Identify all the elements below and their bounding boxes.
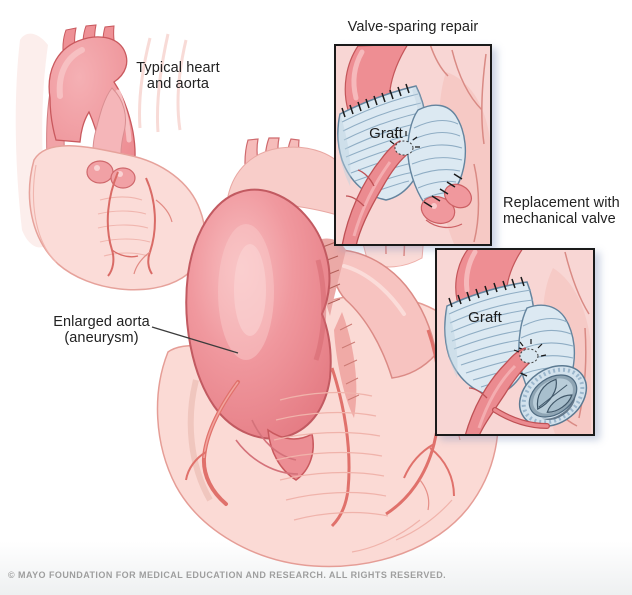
copyright-text: © MAYO FOUNDATION FOR MEDICAL EDUCATION … [8, 570, 447, 580]
small-heart-illustration [15, 24, 206, 291]
artery-branch [468, 387, 488, 399]
artery-branch-fill [493, 408, 549, 428]
valve-crease [425, 219, 463, 229]
graft-label-valve-sparing: Graft [361, 126, 411, 142]
coronary-vessels [106, 171, 173, 277]
valve-leaflet [536, 378, 557, 411]
suture-stitches-distal [423, 173, 463, 208]
pulmonary-artery [329, 249, 437, 379]
coronary-anastomosis [519, 348, 539, 364]
suture-stitches [341, 83, 410, 118]
ring-ribs [521, 367, 585, 425]
label-enlarged-aorta-line2: (aneurysm) [64, 329, 139, 346]
coronary-anastomosis [394, 140, 414, 156]
label-enlarged-aorta-line1: Enlarged aorta [53, 314, 150, 330]
inset-title-mechanical-valve: Replacement with mechanical valve [503, 195, 629, 227]
inset-title-valve-sparing-text: Valve-sparing repair [347, 19, 479, 35]
graft-label-text: Graft [468, 309, 502, 326]
pa-highlight [342, 264, 406, 316]
background-vessels [429, 44, 487, 243]
label-typical-heart: Typical heart and aorta [113, 60, 243, 92]
root-crease-lines [235, 419, 299, 475]
aortic-root-bulb [86, 160, 114, 184]
anastomosis-stitches [513, 339, 547, 357]
myocardium-striations [32, 164, 151, 263]
bulb-highlight [94, 165, 100, 171]
panel-art [337, 44, 490, 246]
aneurysm-highlight-core [234, 244, 266, 336]
valve-highlight [431, 203, 437, 209]
striations-large [273, 391, 453, 553]
graft-label-mechanical: Graft [460, 310, 510, 326]
inset-title-mechanical-line1: Replacement with [503, 195, 620, 211]
leaflet-hinge-line [538, 384, 568, 408]
aneurysm-shadow-arc [313, 259, 327, 361]
panel-art [444, 248, 591, 436]
label-typical-heart-line2: and aorta [146, 75, 210, 92]
inset-title-mechanical-line2: mechanical valve [503, 210, 616, 227]
graft-label-text: Graft [369, 125, 403, 142]
anastomosis-stitches [389, 131, 420, 148]
leader-line [151, 326, 239, 354]
inset-title-valve-sparing: Valve-sparing repair [334, 19, 492, 36]
native-valve-bulb [444, 183, 472, 209]
inset-panel-mechanical-valve [435, 248, 595, 436]
heart-body [28, 144, 206, 291]
native-valve-bulb [420, 195, 456, 225]
stump-highlight [351, 49, 365, 101]
mechanical-valve [518, 364, 588, 428]
artery-highlight [477, 364, 517, 429]
graft-shading-left [338, 114, 351, 186]
graft-ribs-distal [410, 119, 463, 200]
valve-leaflet [546, 394, 573, 413]
graft-shading-left [445, 306, 458, 378]
panel-border [435, 248, 595, 436]
label-enlarged-aorta: Enlarged aorta (aneurysm) [44, 314, 159, 346]
stump-highlight [464, 249, 478, 293]
large-heart-illustration [156, 137, 499, 568]
artery-highlight [352, 161, 392, 237]
suture-stitches [448, 276, 525, 308]
artery-branches [345, 169, 375, 207]
faint-vessels [138, 33, 188, 133]
arch-highlight [56, 47, 85, 99]
label-typical-heart-line1: Typical heart [136, 60, 220, 76]
panel-border [334, 44, 492, 246]
crosshatch-shading [319, 241, 341, 305]
appendage-hatch-lines [339, 323, 360, 401]
inset-panel-valve-sparing [334, 44, 492, 246]
